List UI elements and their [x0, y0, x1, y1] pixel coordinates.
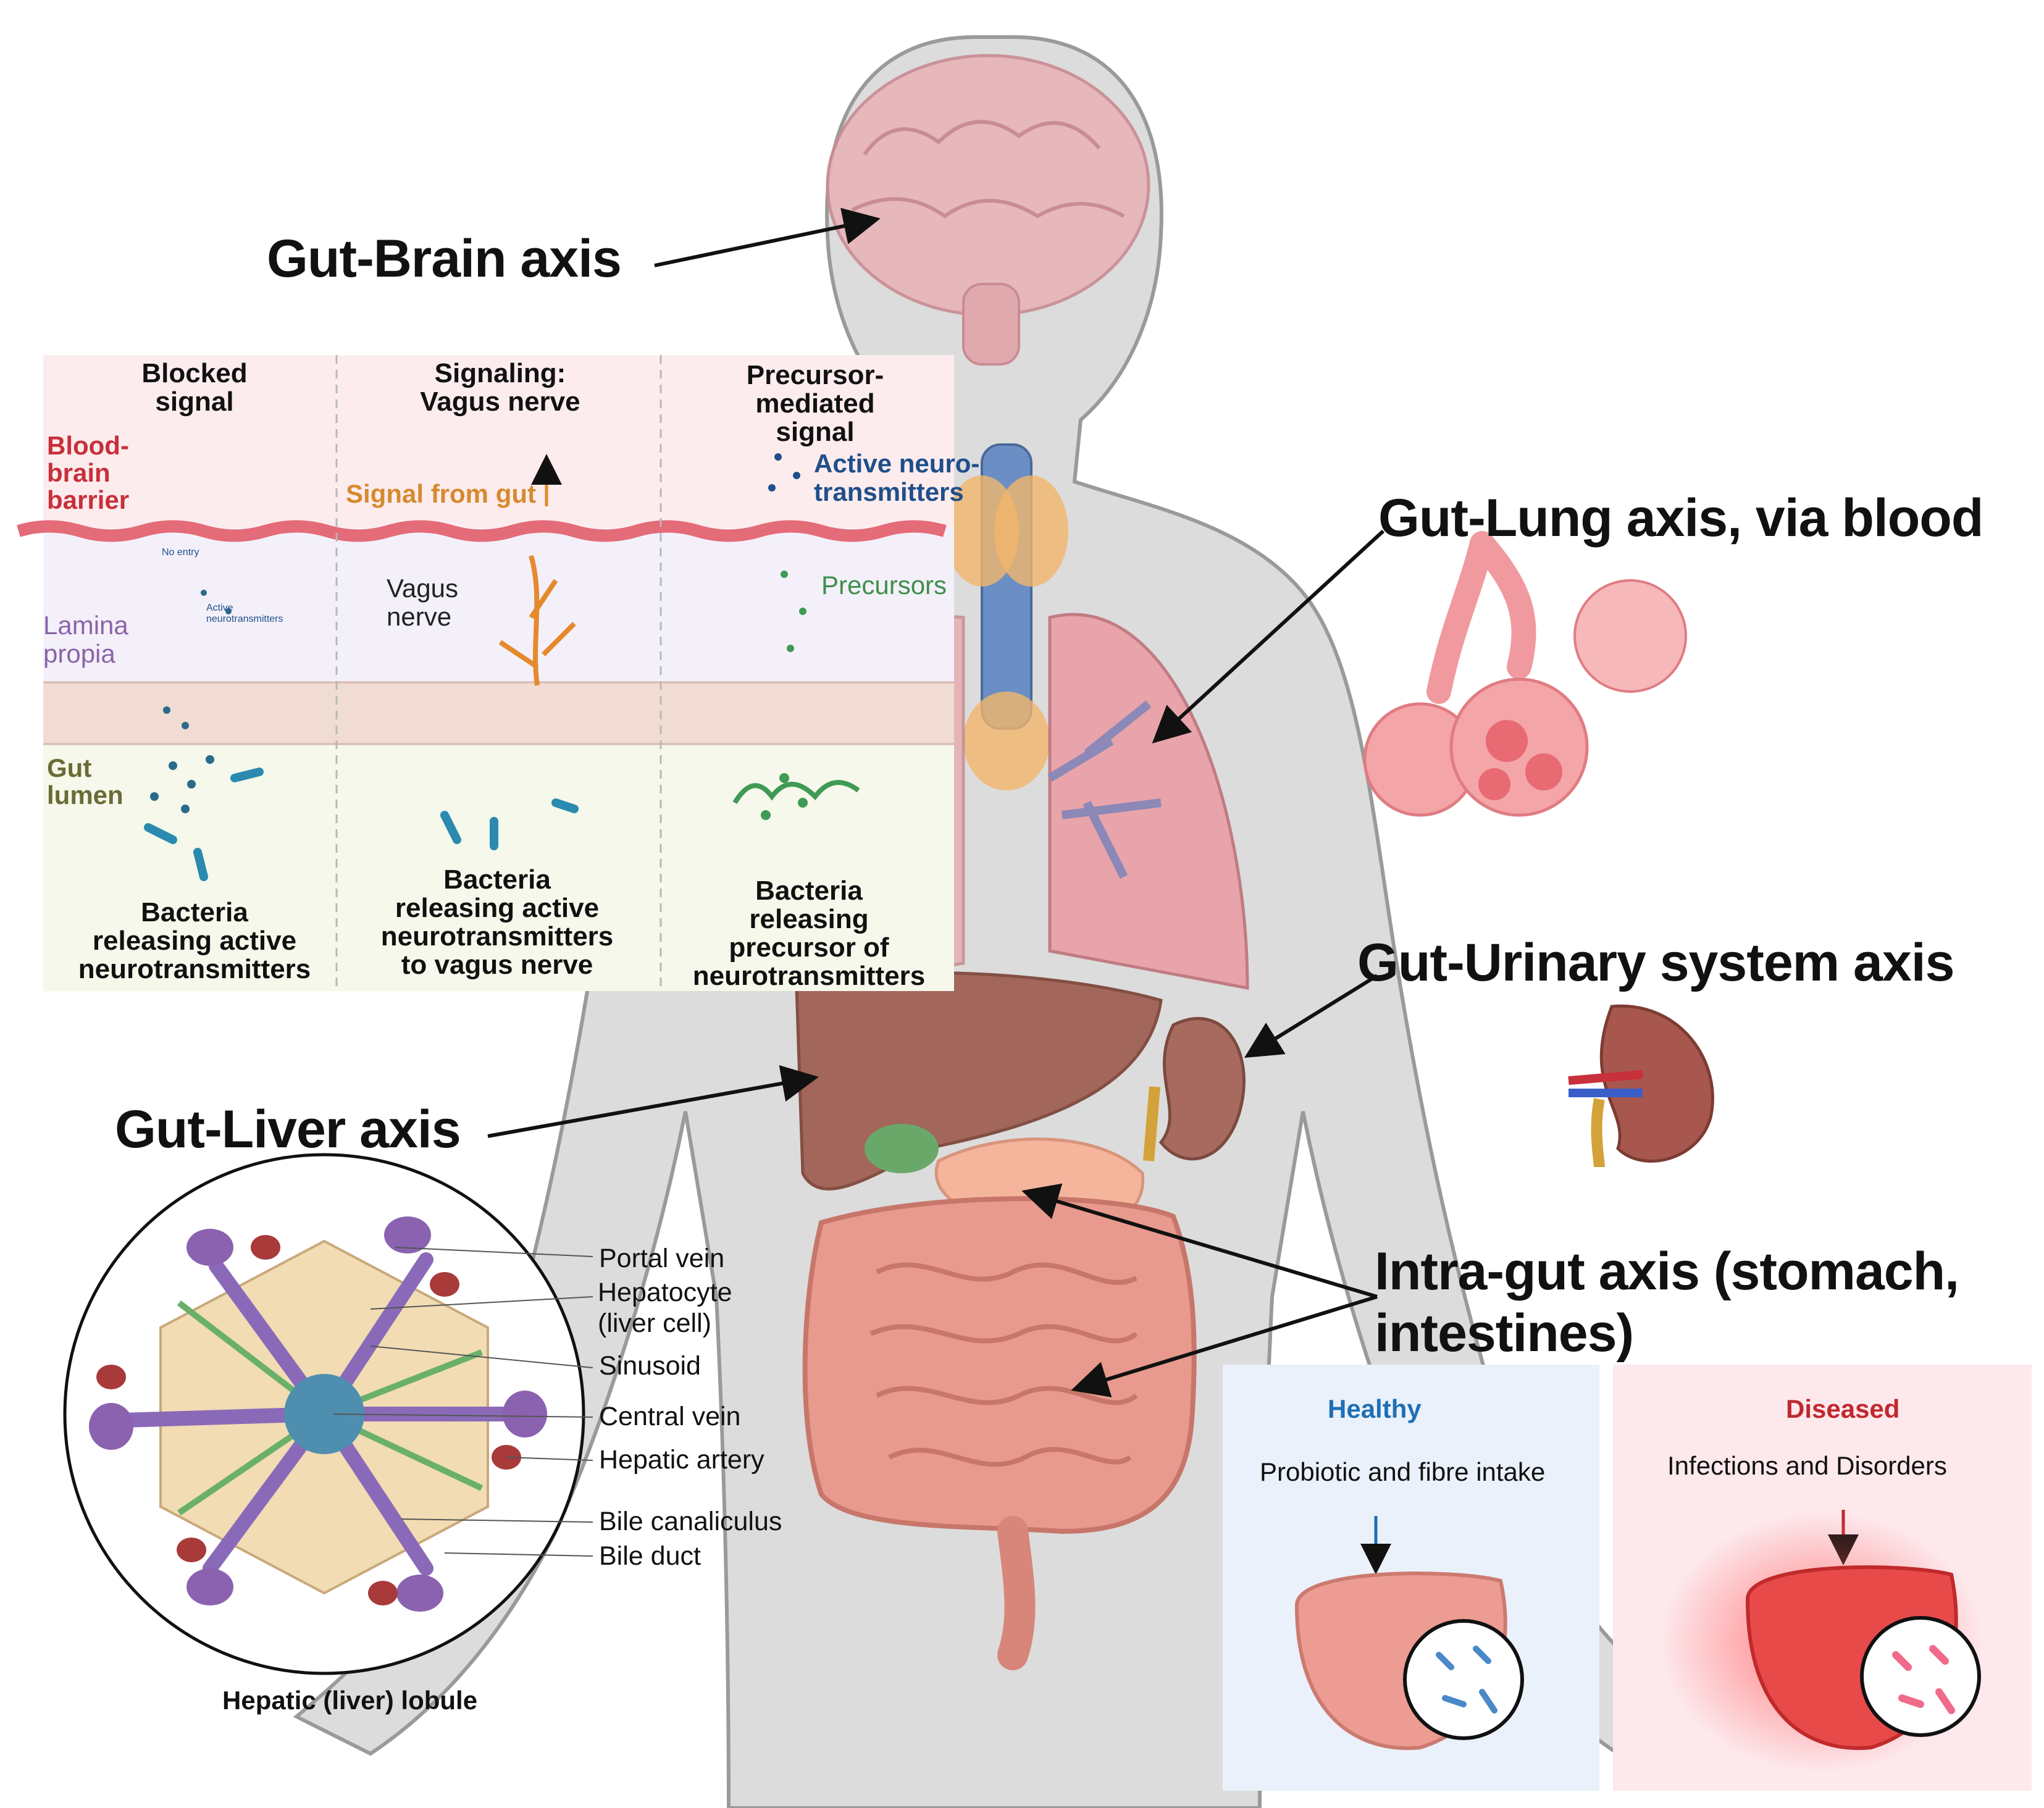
kidney-cross-section-icon	[1568, 1004, 1714, 1168]
trachea-icon	[945, 443, 1068, 790]
gut-urinary-arrow	[1244, 974, 1378, 1058]
precursors-label: Precursors	[821, 571, 947, 600]
intra-gut-arrow-intestine	[1071, 1295, 1378, 1397]
diseased-text: Infections and Disorders	[1667, 1451, 1947, 1480]
healthy-panel	[1223, 1365, 1599, 1791]
bile-duct-label: Bile duct	[599, 1541, 701, 1571]
hepatic-artery-label: Hepatic artery	[599, 1445, 764, 1475]
gut-urinary-axis-label: Gut-Urinary system axis	[1357, 933, 1954, 992]
vagus-signal-title: Signaling:Vagus nerve	[420, 358, 580, 417]
healthy-text: Probiotic and fibre intake	[1260, 1457, 1546, 1486]
gut-liver-arrow	[487, 1065, 819, 1138]
arrows	[487, 207, 1385, 1397]
hepatocyte-label: Hepatocyte(liver cell)	[598, 1278, 732, 1338]
intra-gut-axis-label-line2: intestines)	[1375, 1304, 1634, 1363]
no-entry-label: No entry	[162, 547, 199, 558]
portal-vein-label: Portal vein	[599, 1244, 725, 1273]
brain-signal-panel	[17, 355, 954, 991]
intra-gut-axis-label-line1: Intra-gut axis (stomach,	[1375, 1242, 1959, 1301]
healthy-title: Healthy	[1328, 1394, 1422, 1423]
kidney-icon	[1143, 1016, 1246, 1161]
hepatic-lobule-diagram	[63, 1153, 593, 1675]
bile-canaliculus-label: Bile canaliculus	[599, 1507, 782, 1536]
hepatic-lobule-caption: Hepatic (liver) lobule	[222, 1686, 478, 1715]
gut-liver-axis-label: Gut-Liver axis	[115, 1100, 461, 1159]
diseased-panel	[1613, 1365, 2032, 1791]
central-vein-label: Central vein	[599, 1402, 741, 1431]
active-neurotransmitters-label: Active neuro-transmitters	[814, 449, 980, 506]
gut-brain-arrow	[654, 207, 881, 267]
alveoli-icon	[1363, 531, 1687, 817]
diseased-title: Diseased	[1786, 1394, 1900, 1423]
intestines-icon	[802, 1196, 1197, 1670]
sinusoid-label: Sinusoid	[599, 1351, 701, 1381]
gut-brain-axis-label: Gut-Brain axis	[267, 229, 622, 288]
gut-lung-arrow	[1152, 529, 1385, 744]
signal-from-gut-label: Signal from gut	[346, 479, 536, 508]
intra-gut-arrow-stomach	[1021, 1183, 1378, 1299]
gut-lung-axis-label: Gut-Lung axis, via blood	[1378, 488, 1983, 548]
brain-icon	[826, 54, 1150, 366]
